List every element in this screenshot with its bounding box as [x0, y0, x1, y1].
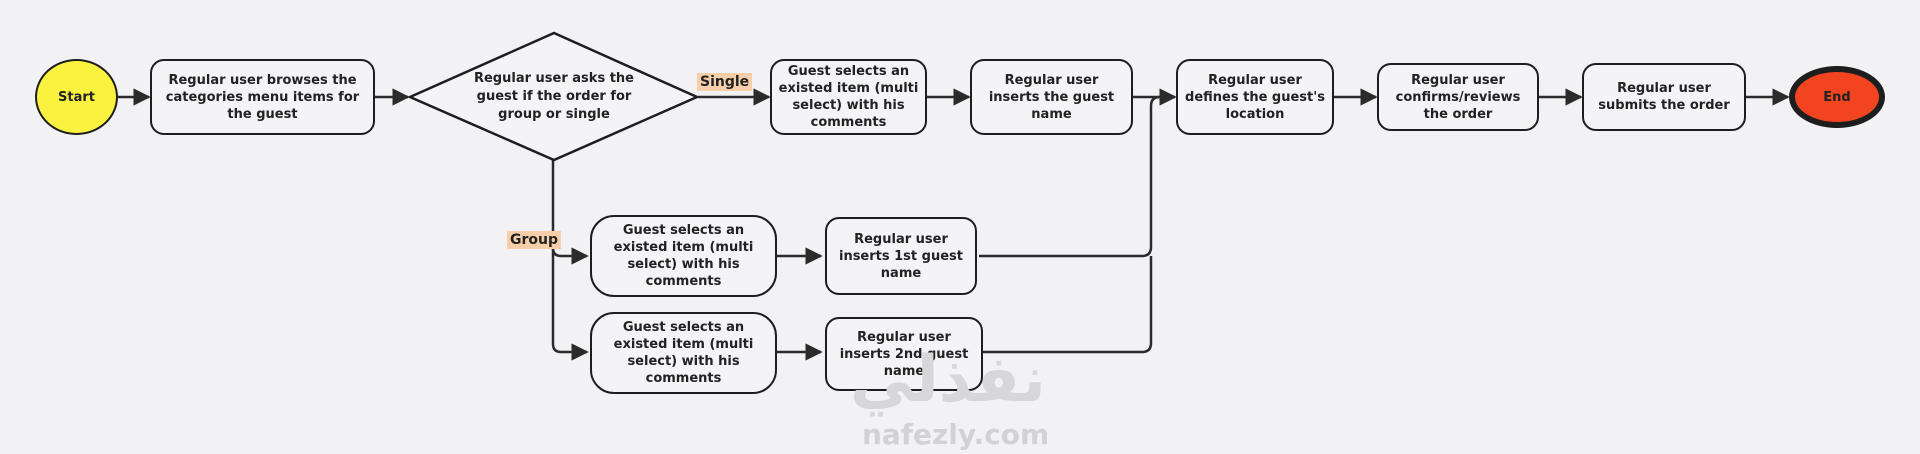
end-label: End: [1823, 89, 1851, 105]
step-confirm-order: Regular user confirms/reviews the order: [1377, 63, 1539, 131]
step-insert-1st-guest-text: Regular user inserts 1st guest name: [838, 231, 963, 281]
step-group-select-item-1: Guest selects an existed item (multi sel…: [590, 215, 777, 297]
end-node: End: [1789, 66, 1885, 128]
step-insert-1st-guest: Regular user inserts 1st guest name: [825, 217, 977, 295]
start-label: Start: [58, 89, 95, 105]
step-insert-2nd-guest-text: Regular user inserts 2nd guest name: [839, 329, 969, 379]
step-define-location-text: Regular user defines the guest's locatio…: [1185, 72, 1325, 122]
edge-insert1st-merge: [979, 95, 1161, 258]
step-submit-order-text: Regular user submits the order: [1598, 81, 1730, 113]
step-single-select-text: Guest selects an existed item (multi sel…: [778, 64, 919, 130]
step-insert-2nd-guest: Regular user inserts 2nd guest name: [825, 317, 983, 391]
step-group-select-1-text: Guest selects an existed item (multi sel…: [613, 223, 754, 289]
watermark-logo-latin: nafezly.com: [862, 418, 1050, 451]
decision-diamond: [406, 31, 701, 162]
step-single-select-item: Guest selects an existed item (multi sel…: [770, 59, 927, 135]
step-insert-guest-name-text: Regular user inserts the guest name: [988, 72, 1115, 122]
step-browse-categories: Regular user browses the categories menu…: [150, 59, 375, 135]
branch-label-group: Group: [507, 231, 562, 249]
step-insert-guest-name: Regular user inserts the guest name: [970, 59, 1133, 135]
watermark-logo-arabic: نفذلي: [850, 343, 1046, 417]
edge-insert2nd-merge: [983, 256, 1153, 354]
step-confirm-order-text: Regular user confirms/reviews the order: [1395, 72, 1521, 122]
step-define-location: Regular user defines the guest's locatio…: [1176, 59, 1334, 135]
decision-text: Regular user asks the guest if the order…: [473, 71, 634, 122]
step-group-select-item-2: Guest selects an existed item (multi sel…: [590, 312, 777, 394]
step-browse-text: Regular user browses the categories menu…: [165, 72, 360, 122]
step-submit-order: Regular user submits the order: [1582, 63, 1746, 131]
start-node: Start: [35, 59, 118, 135]
branch-label-single: Single: [697, 73, 753, 91]
step-group-select-2-text: Guest selects an existed item (multi sel…: [613, 320, 754, 386]
edge-ask-group-2: [551, 248, 589, 361]
